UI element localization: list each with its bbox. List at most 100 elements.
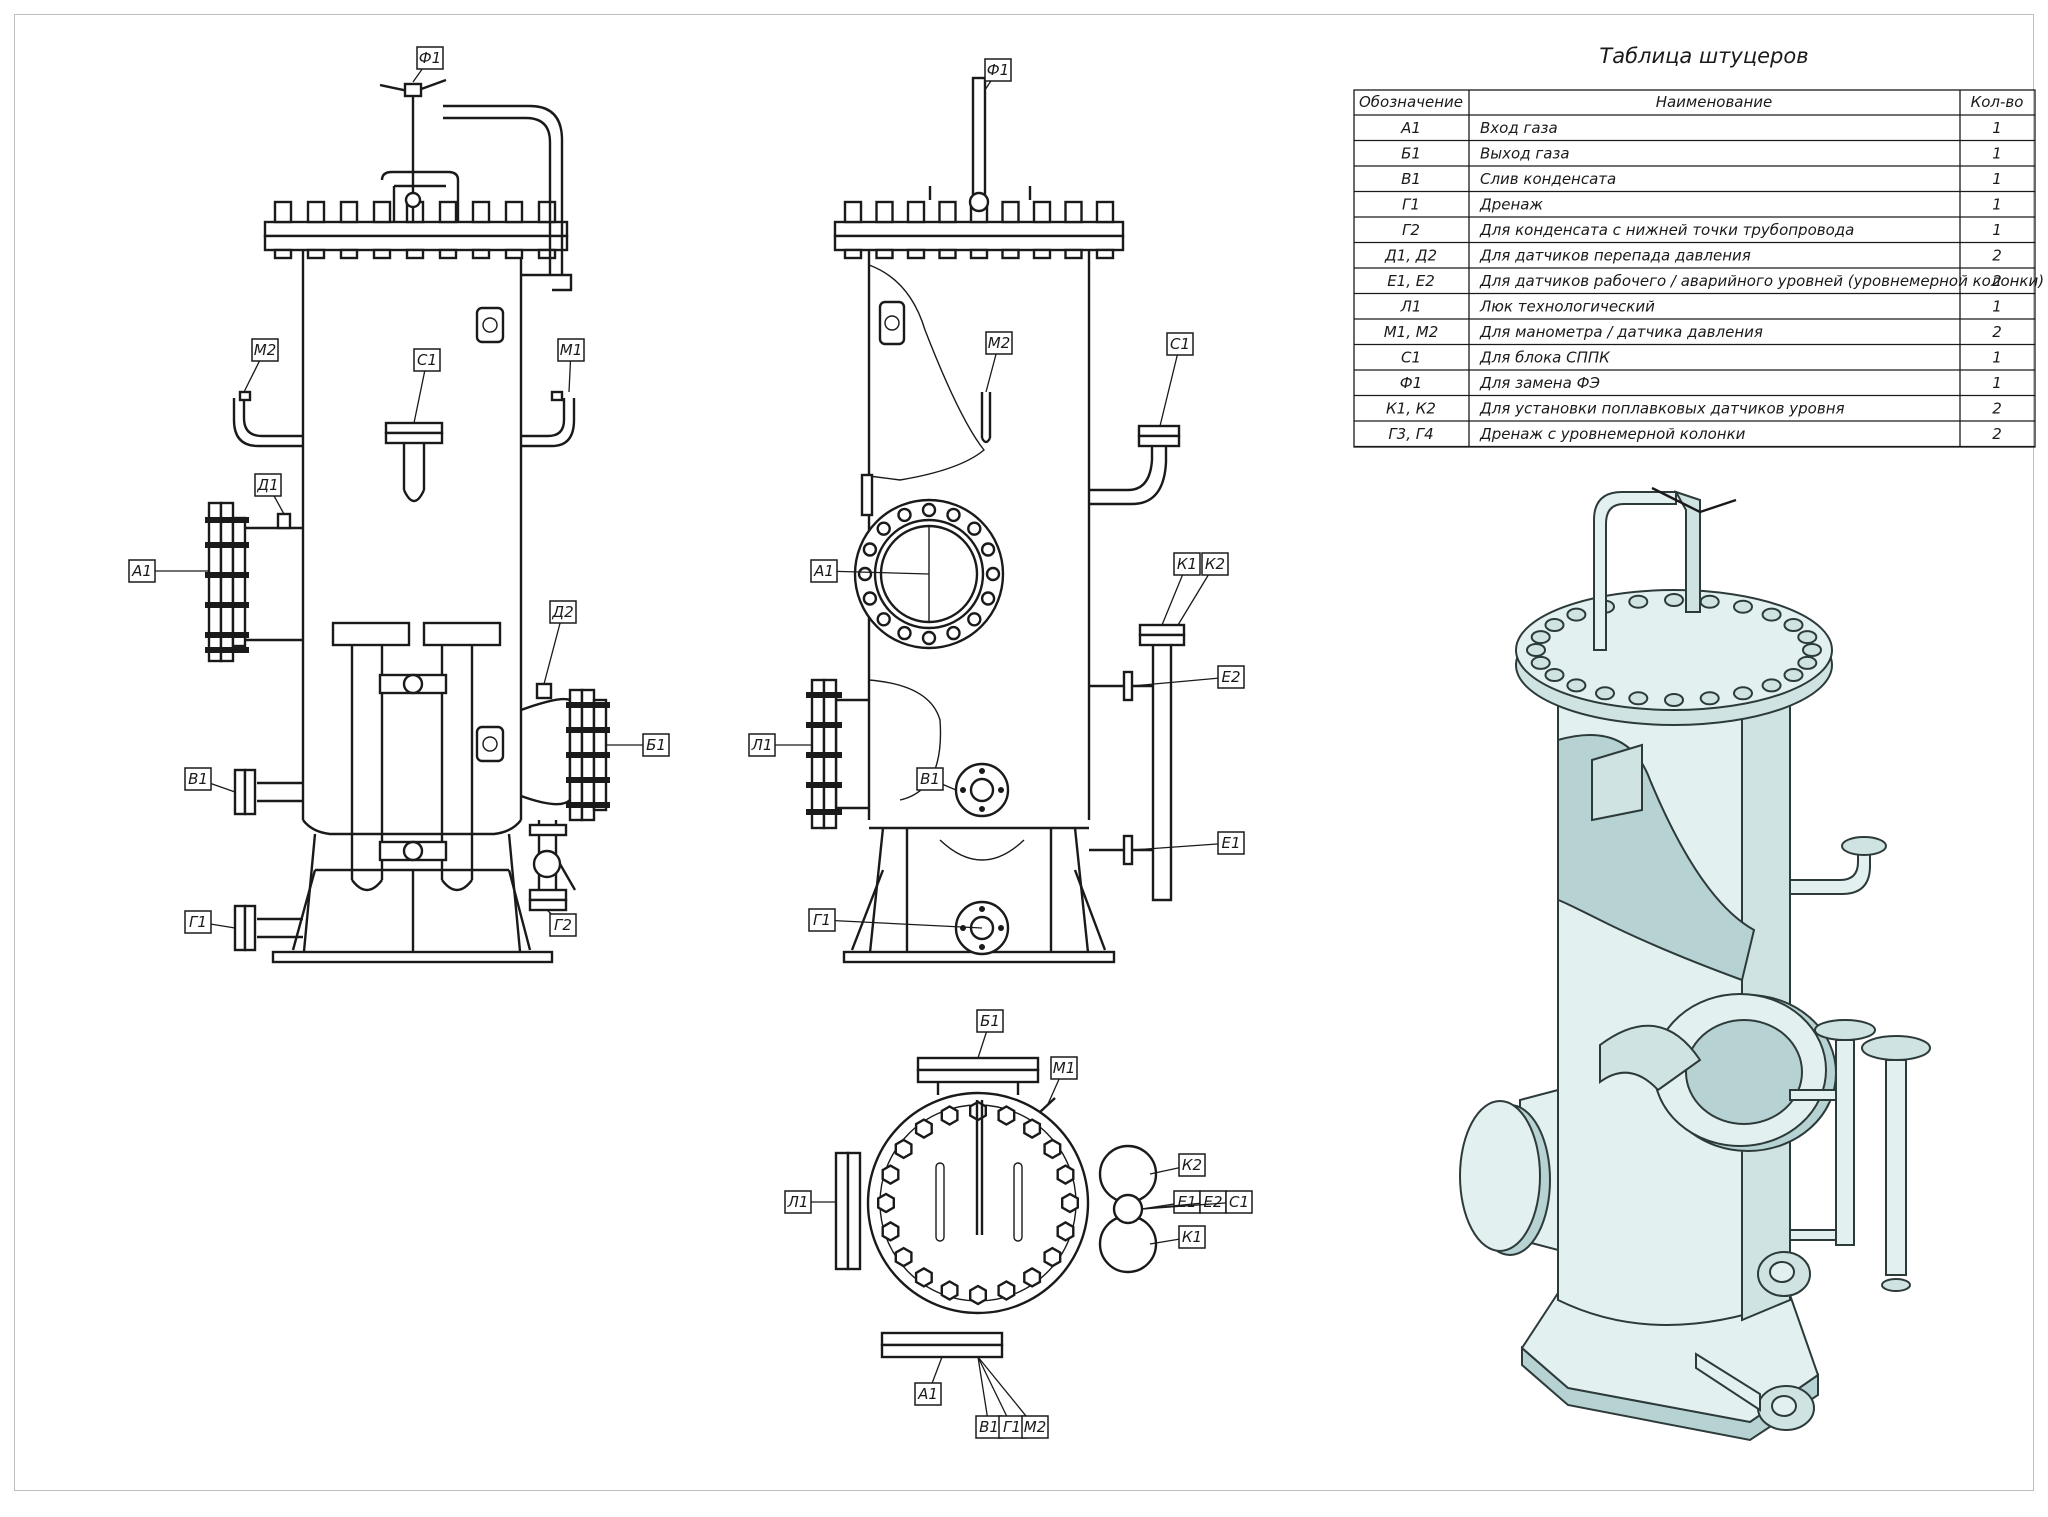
bolt bbox=[857, 566, 873, 582]
bolt bbox=[967, 521, 982, 536]
row-name: Для манометра / датчика давления bbox=[1479, 323, 1763, 341]
callout-label: Г1 bbox=[1003, 1418, 1021, 1436]
bolt bbox=[1001, 200, 1020, 224]
callout-box bbox=[184, 767, 212, 791]
bolt bbox=[471, 248, 491, 260]
row-name: Люк технологический bbox=[1479, 297, 1655, 315]
bolt bbox=[938, 248, 957, 260]
callout-box bbox=[549, 913, 577, 937]
bolt bbox=[881, 1221, 900, 1242]
bolt bbox=[940, 1280, 959, 1301]
callout-view3-e2: Е2 bbox=[1141, 1190, 1227, 1214]
bolt bbox=[914, 1267, 933, 1288]
row-designation: М1, М2 bbox=[1384, 323, 1439, 341]
callout-view3-v1: В1 bbox=[975, 1356, 1003, 1439]
bolt bbox=[1664, 593, 1684, 607]
bolt bbox=[1544, 618, 1565, 632]
bolt bbox=[438, 248, 458, 260]
callout-box bbox=[1178, 1225, 1206, 1249]
callout-view1-d2: Д2 bbox=[543, 600, 577, 685]
table-title: Таблица штуцеров bbox=[1599, 44, 1808, 68]
callout-label: К1 bbox=[1177, 555, 1197, 573]
row-designation: Е1, Е2 bbox=[1387, 272, 1435, 290]
callout-box bbox=[1201, 552, 1229, 576]
callout-box bbox=[1217, 831, 1245, 855]
callout-label: Д1 bbox=[256, 476, 278, 494]
bolt bbox=[372, 248, 392, 260]
bolt bbox=[205, 572, 249, 578]
bolt bbox=[1699, 691, 1720, 706]
bolt bbox=[537, 248, 557, 260]
bolt bbox=[339, 200, 359, 224]
callout-label: М2 bbox=[254, 341, 277, 359]
callout-view2-k1: К1 bbox=[1161, 552, 1201, 626]
callout-label: М1 bbox=[560, 341, 583, 359]
callout-label: М2 bbox=[988, 334, 1011, 352]
bolt bbox=[921, 630, 937, 646]
callout-view3-m1: М1 bbox=[1047, 1056, 1078, 1105]
callout-label: Л1 bbox=[787, 1193, 809, 1211]
callout-view3-g1: Г1 bbox=[977, 1356, 1026, 1439]
callout-view1-m1: М1 bbox=[557, 338, 585, 393]
bolt bbox=[1060, 1192, 1080, 1214]
bolt bbox=[806, 722, 842, 728]
callout-view1-b1: Б1 bbox=[606, 733, 670, 757]
bolt bbox=[1544, 668, 1565, 682]
bolt bbox=[205, 517, 249, 523]
bolt bbox=[504, 248, 524, 260]
callout-view3-m2: М2 bbox=[977, 1356, 1049, 1439]
bolt bbox=[1056, 1164, 1075, 1185]
bolt bbox=[537, 200, 557, 224]
callout-label: Б1 bbox=[646, 736, 666, 754]
bolt bbox=[843, 200, 863, 224]
bolt bbox=[921, 502, 937, 518]
bolt bbox=[894, 1246, 913, 1268]
callout-box bbox=[1166, 332, 1194, 356]
row-qty: 1 bbox=[1992, 374, 2002, 392]
callout-box bbox=[748, 733, 776, 757]
bolt bbox=[372, 200, 392, 224]
bolt bbox=[806, 782, 842, 788]
bolt bbox=[938, 200, 957, 224]
bolt bbox=[566, 777, 610, 783]
callout-view3-k2: К2 bbox=[1149, 1153, 1206, 1177]
bolt bbox=[1001, 248, 1020, 260]
callout-box bbox=[808, 908, 836, 932]
row-designation: Г2 bbox=[1402, 221, 1420, 239]
row-name: Дренаж с уровнемерной колонки bbox=[1479, 425, 1746, 443]
row-name: Дренаж bbox=[1479, 195, 1543, 213]
callout-box bbox=[1050, 1056, 1078, 1080]
callout-label: Д2 bbox=[551, 603, 573, 621]
isometric-view bbox=[1459, 486, 1931, 1442]
callout-view1-c1: С1 bbox=[413, 348, 441, 424]
bolt bbox=[894, 1138, 913, 1160]
callout-label: А1 bbox=[131, 562, 152, 580]
row-name: Для блока СППК bbox=[1479, 348, 1611, 366]
callout-box bbox=[184, 910, 212, 934]
side-view bbox=[806, 76, 1186, 964]
bolt bbox=[205, 602, 249, 608]
bolt bbox=[1797, 655, 1818, 670]
callout-label: В1 bbox=[979, 1418, 999, 1436]
bolt bbox=[967, 612, 982, 627]
bolt bbox=[1783, 668, 1804, 682]
callout-view2-k2: К2 bbox=[1177, 552, 1229, 626]
bolt bbox=[1043, 1246, 1062, 1268]
callout-view2-a1: А1 bbox=[810, 559, 930, 583]
callout-label: Е2 bbox=[1221, 668, 1240, 686]
leader-line bbox=[1131, 842, 1232, 851]
callout-box bbox=[985, 331, 1013, 355]
callout-label: Е2 bbox=[1203, 1193, 1222, 1211]
bolt bbox=[1628, 691, 1649, 706]
bolt bbox=[1064, 200, 1083, 224]
bolt bbox=[806, 809, 842, 815]
callout-box bbox=[810, 559, 838, 583]
callout-label: К2 bbox=[1205, 555, 1225, 573]
